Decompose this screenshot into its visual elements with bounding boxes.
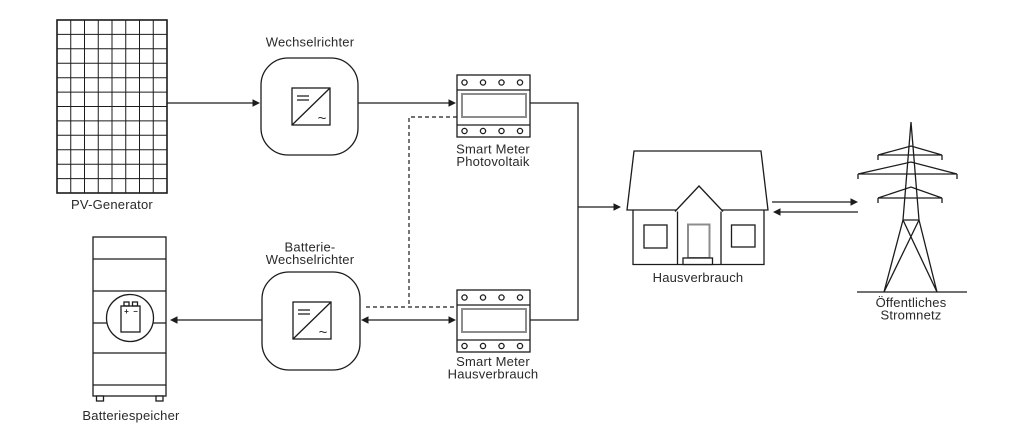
smart-meter-house-label-1: Smart Meter <box>456 354 530 369</box>
connector-meters-to-house <box>530 102 621 321</box>
grid-label-2: Stromnetz <box>880 308 941 323</box>
smart-meter-house-icon <box>456 289 531 353</box>
battery-storage-label: Batteriespeicher <box>82 408 180 423</box>
grid-label-1: Öffentliches <box>876 295 947 310</box>
connector-house-grid <box>772 198 858 216</box>
inverter-ac-symbol: ~ <box>318 110 327 127</box>
battery-storage-icon: + − <box>92 236 167 402</box>
battery-inverter-label-2: Wechselrichter <box>266 252 355 267</box>
connector-battery-inverter-meter <box>361 316 456 324</box>
battery-inverter-icon: ~ <box>261 271 361 371</box>
pv-generator-label: PV-Generator <box>71 197 153 212</box>
pv-generator-icon <box>56 19 168 194</box>
smart-meter-pv-label-1: Smart Meter <box>456 142 530 157</box>
connector-pv-to-inverter <box>167 99 260 107</box>
battery-inverter-ac-symbol: ~ <box>319 324 328 341</box>
battery-inverter-label-1: Batterie- <box>285 240 336 255</box>
smart-meter-pv-icon <box>456 74 531 138</box>
house-icon <box>626 150 769 266</box>
inverter-label: Wechselrichter <box>266 35 355 50</box>
smart-meter-pv-label-2: Photovoltaik <box>456 154 530 169</box>
battery-plus-symbol: + <box>124 307 129 316</box>
power-pylon-icon <box>857 121 967 293</box>
inverter-icon: ~ <box>260 57 359 156</box>
house-label: Hausverbrauch <box>653 270 744 285</box>
battery-minus-symbol: − <box>133 307 138 316</box>
smart-meter-house-label-2: Hausverbrauch <box>448 367 539 382</box>
connector-measurement-dashed <box>366 116 457 308</box>
connector-inverter-to-battery <box>170 316 262 324</box>
connector-inverter-to-meter-pv <box>358 99 456 107</box>
